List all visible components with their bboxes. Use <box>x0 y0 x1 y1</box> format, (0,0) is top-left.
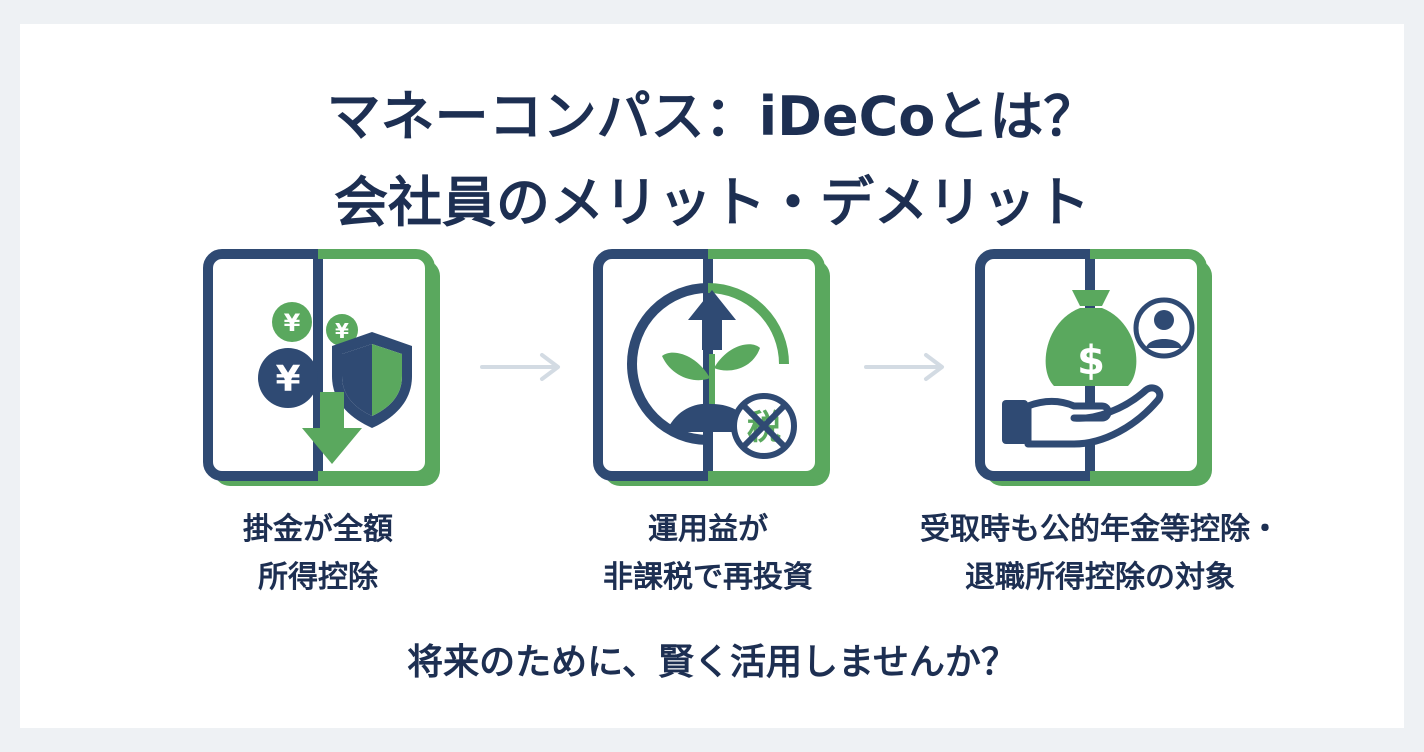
flow-arrow-1 <box>478 352 568 382</box>
yen-coin-small-icon: ¥ <box>272 302 312 342</box>
svg-text:¥: ¥ <box>335 319 349 343</box>
hand-icon <box>1002 384 1164 448</box>
caption-line-2: 所得控除 <box>258 560 378 595</box>
growth-arrow-icon <box>688 290 736 350</box>
no-tax-icon: 税 <box>731 393 797 459</box>
caption-line-1: 掛金が全額 <box>243 512 393 547</box>
yen-coin-icon: ¥ <box>258 348 318 408</box>
caption-line-2: 非課税で再投資 <box>603 560 813 595</box>
person-avatar-icon <box>1133 297 1195 359</box>
title-line-1: マネーコンパス：iDeCoとは？ <box>326 85 1098 148</box>
down-arrow-icon <box>302 392 362 464</box>
svg-text:¥: ¥ <box>284 309 301 337</box>
yen-coin-tiny-icon: ¥ <box>326 314 358 346</box>
svg-text:$: $ <box>1077 338 1105 384</box>
svg-text:¥: ¥ <box>275 359 300 400</box>
page-title: マネーコンパス：iDeCoとは？ 会社員のメリット・デメリット <box>20 74 1404 246</box>
footer-message: 将来のために、賢く活用しませんか？ <box>407 642 1017 683</box>
caption-payout-deduction: 受取時も公的年金等控除・ 退職所得控除の対象 <box>910 506 1290 602</box>
panel-tax-deduction: ¥ ¥ ¥ <box>202 249 440 486</box>
growth-ring-icon <box>627 283 789 445</box>
panel-tax-free-growth: 税 <box>592 249 830 486</box>
money-bag-icon: $ <box>1045 290 1137 386</box>
caption-line-2: 退職所得控除の対象 <box>965 560 1235 595</box>
caption-tax-free-growth: 運用益が 非課税で再投資 <box>518 506 898 602</box>
infographic-card: マネーコンパス：iDeCoとは？ 会社員のメリット・デメリット ¥ ¥ ¥ <box>20 24 1404 728</box>
flow-arrow-2 <box>862 352 952 382</box>
caption-line-1: 受取時も公的年金等控除・ <box>920 512 1280 547</box>
shield-icon <box>332 332 412 428</box>
caption-tax-deduction: 掛金が全額 所得控除 <box>128 506 508 602</box>
title-line-2: 会社員のメリット・デメリット <box>334 171 1090 234</box>
caption-line-1: 運用益が <box>648 512 768 547</box>
panel-payout-deduction: $ <box>974 249 1212 486</box>
